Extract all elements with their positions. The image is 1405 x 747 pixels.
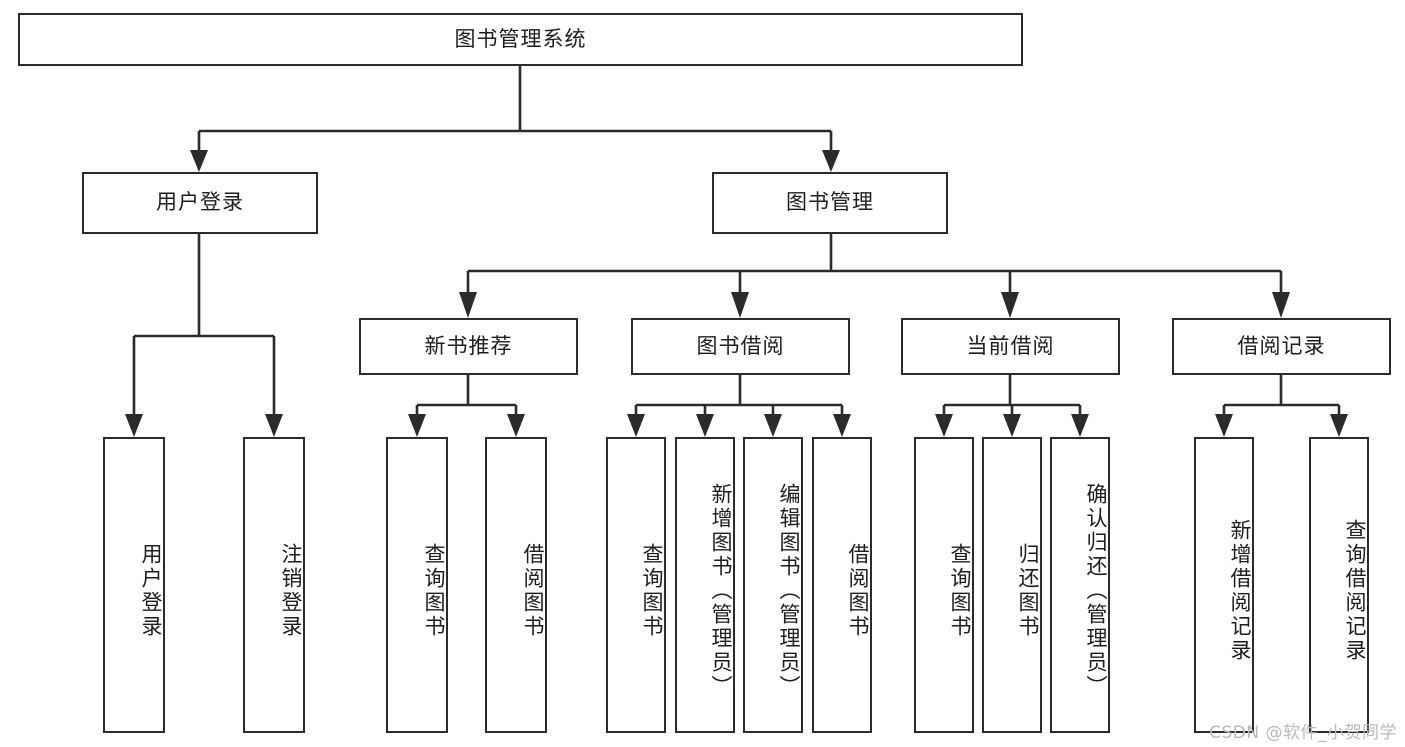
node-label: 归还图书 <box>1016 543 1040 639</box>
leaf-add-borrow-record[interactable]: 新增借阅记录 <box>1194 437 1254 733</box>
leaf-borrow-book[interactable]: 借阅图书 <box>812 437 872 733</box>
node-label: 用户登录 <box>156 190 244 215</box>
node-label: 用户登录 <box>139 543 163 639</box>
node-label: 确认归还（管理员） <box>1084 483 1108 699</box>
node-current-borrow[interactable]: 当前借阅 <box>901 318 1120 375</box>
node-user-login[interactable]: 用户登录 <box>82 172 318 234</box>
node-label: 查询图书 <box>640 543 664 639</box>
node-label: 图书借阅 <box>696 333 785 358</box>
watermark-text: CSDN @软件_小贺同学 <box>1209 723 1397 743</box>
node-label: 当前借阅 <box>966 333 1055 358</box>
node-borrow-records[interactable]: 借阅记录 <box>1172 318 1391 375</box>
leaf-borrow-book-recommend[interactable]: 借阅图书 <box>485 437 547 733</box>
node-label: 借阅图书 <box>846 543 870 639</box>
node-label: 图书管理 <box>786 190 874 215</box>
node-book-borrow[interactable]: 图书借阅 <box>631 318 850 375</box>
node-label: 编辑图书（管理员） <box>777 483 801 699</box>
leaf-return-book[interactable]: 归还图书 <box>982 437 1042 733</box>
leaf-query-borrow-record[interactable]: 查询借阅记录 <box>1309 437 1369 733</box>
node-label: 借阅记录 <box>1237 333 1326 358</box>
node-label: 图书管理系统 <box>454 26 587 51</box>
leaf-confirm-return-admin[interactable]: 确认归还（管理员） <box>1050 437 1110 733</box>
node-label: 新增借阅记录 <box>1228 519 1252 663</box>
leaf-query-book-recommend[interactable]: 查询图书 <box>386 437 448 733</box>
leaf-query-book-current[interactable]: 查询图书 <box>914 437 974 733</box>
leaf-user-login[interactable]: 用户登录 <box>103 437 165 733</box>
leaf-query-book-borrow[interactable]: 查询图书 <box>606 437 666 733</box>
leaf-add-book-admin[interactable]: 新增图书（管理员） <box>675 437 735 733</box>
node-label: 查询借阅记录 <box>1343 519 1367 663</box>
node-label: 借阅图书 <box>521 543 545 639</box>
node-label: 查询图书 <box>948 543 972 639</box>
node-label: 注销登录 <box>279 543 303 639</box>
node-root-book-management-system[interactable]: 图书管理系统 <box>18 13 1023 66</box>
node-label: 新书推荐 <box>424 333 513 358</box>
node-label: 查询图书 <box>422 543 446 639</box>
leaf-edit-book-admin[interactable]: 编辑图书（管理员） <box>743 437 803 733</box>
node-book-management[interactable]: 图书管理 <box>712 172 948 234</box>
node-label: 新增图书（管理员） <box>709 483 733 699</box>
leaf-logout-login[interactable]: 注销登录 <box>243 437 305 733</box>
node-new-book-recommend[interactable]: 新书推荐 <box>359 318 578 375</box>
